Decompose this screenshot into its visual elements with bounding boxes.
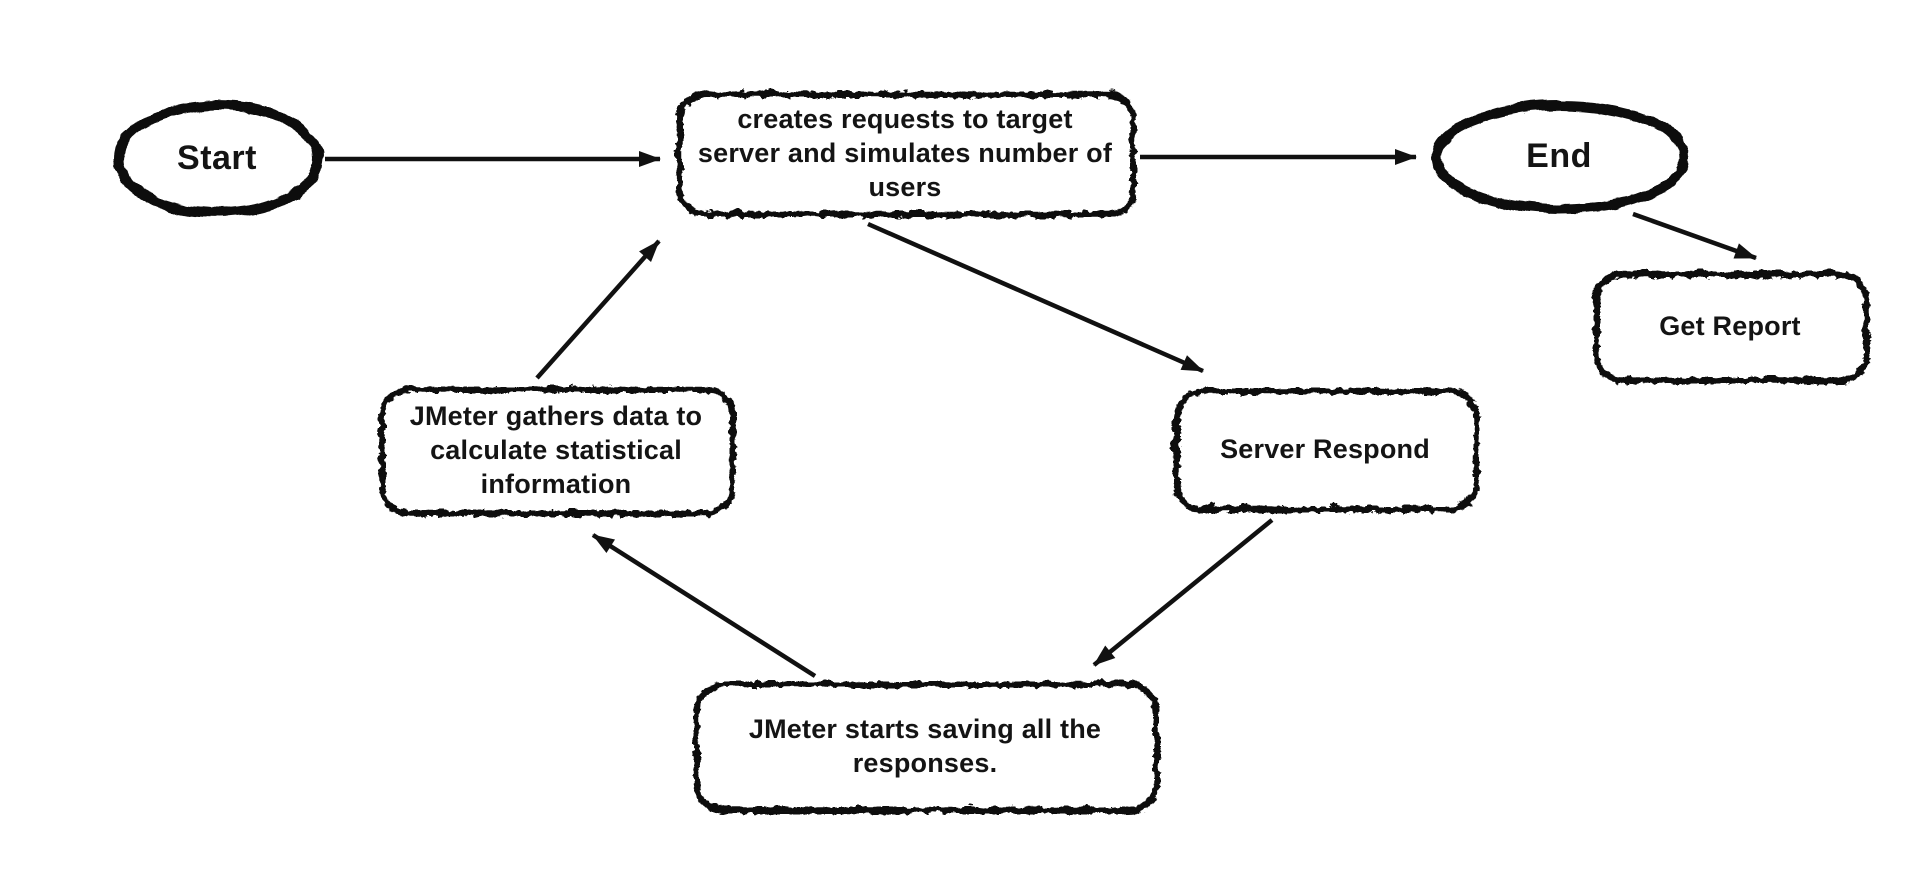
edge-gather-to-process xyxy=(535,239,661,380)
server-label: Server Respond xyxy=(1220,433,1430,464)
gather-label: JMeter gathers data to calculate statist… xyxy=(409,400,703,499)
saving-label: JMeter starts saving all the responses. xyxy=(748,713,1102,778)
server-shape-overdraw xyxy=(1173,388,1477,510)
edge-end-to-report xyxy=(1632,211,1757,261)
edge-process-to-server xyxy=(867,221,1204,374)
saving-shape-overdraw xyxy=(693,681,1157,811)
gather-shape-overdraw xyxy=(379,386,733,514)
end-label: End xyxy=(1526,136,1592,175)
start-label: Start xyxy=(177,138,257,177)
start-shape xyxy=(112,99,322,217)
report-label: Get Report xyxy=(1659,310,1801,341)
report-shape-overdraw xyxy=(1593,271,1867,381)
process-label: creates requests to target server and si… xyxy=(697,103,1113,202)
process-shape-overdraw xyxy=(676,91,1134,215)
edge-server-to-saving xyxy=(1092,518,1274,667)
edge-saving-to-gather xyxy=(591,533,817,678)
end-shape xyxy=(1430,99,1688,213)
